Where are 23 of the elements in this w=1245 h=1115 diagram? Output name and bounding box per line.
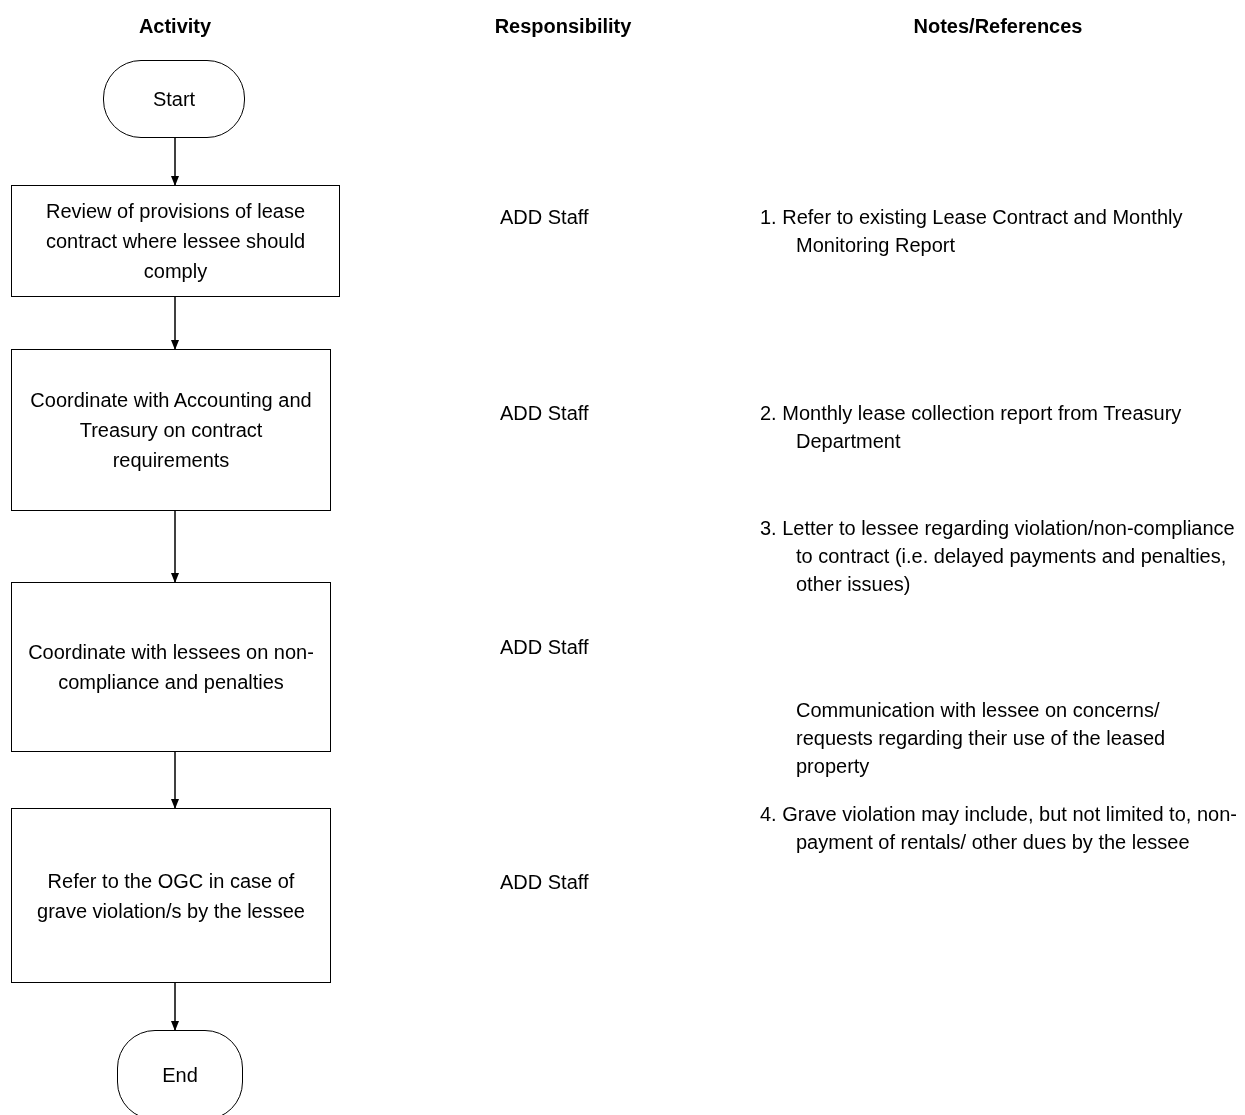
column-header: Notes/References <box>912 14 1084 39</box>
note-text: 4. Grave violation may include, but not limited to, non-payment of rentals/ other dues by the lessee <box>760 802 1238 855</box>
arrow <box>171 296 179 350</box>
responsibility-text: ADD Staff <box>500 635 590 660</box>
process-box: Refer to the OGC in case of grave violation/s by the lessee <box>11 808 331 983</box>
process-box: Review of provisions of lease contract where lessee should comply <box>11 185 340 297</box>
terminal-box: Start <box>103 60 245 138</box>
responsibility-text: ADD Staff <box>500 401 590 426</box>
responsibility-text: ADD Staff <box>500 205 590 230</box>
process-box: Coordinate with Accounting and Treasury on contract requirements <box>11 349 331 511</box>
note-text: 1. Refer to existing Lease Contract and Monthly Monitoring Report <box>760 205 1184 258</box>
arrow <box>171 982 179 1031</box>
column-header: Activity <box>137 14 213 39</box>
arrow <box>171 510 179 583</box>
arrow <box>171 751 179 809</box>
column-header: Responsibility <box>493 14 633 39</box>
arrow <box>171 137 179 186</box>
process-box: Coordinate with lessees on non-compliance and penalties <box>11 582 331 752</box>
note-text: 3. Letter to lessee regarding violation/non-compliance to contract (i.e. delayed payments and penalties, other issues) <box>760 516 1236 597</box>
note-text: Communication with lessee on concerns/ requests regarding their use of the leased property <box>796 698 1167 779</box>
note-text: 2. Monthly lease collection report from Treasury Department <box>760 401 1183 454</box>
responsibility-text: ADD Staff <box>500 870 590 895</box>
terminal-box: End <box>117 1030 243 1115</box>
